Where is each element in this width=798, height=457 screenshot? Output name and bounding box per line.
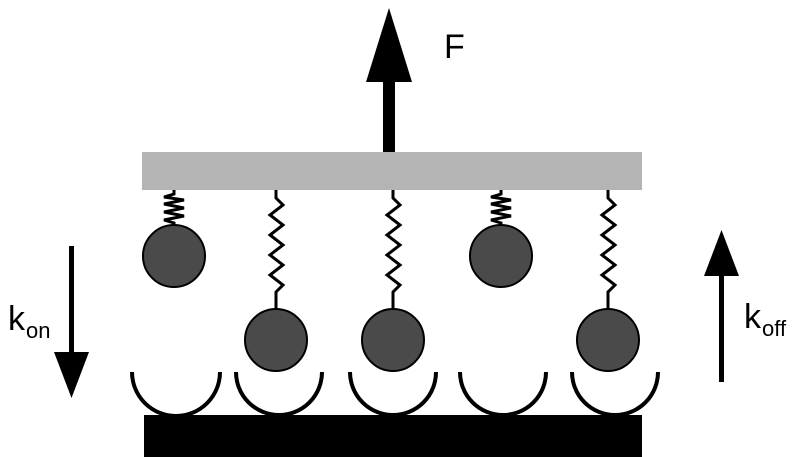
receptor-cup-3 — [348, 371, 438, 417]
receptor-cup-2 — [234, 371, 324, 417]
top-plate — [142, 152, 642, 190]
koff-label: koff — [744, 298, 787, 341]
tether-bound-1 — [267, 190, 286, 310]
koff-arrow — [704, 230, 739, 382]
bead-unbound-2 — [469, 224, 533, 288]
tether-bound-3 — [599, 190, 618, 310]
tether-bound-2 — [384, 190, 403, 310]
receptor-cup-4 — [458, 371, 548, 417]
bead-bound-1 — [244, 308, 308, 372]
kon-label-sub: on — [26, 318, 50, 343]
kon-arrow — [54, 246, 89, 398]
spring-unbound-1 — [163, 190, 185, 227]
substrate — [144, 415, 642, 457]
koff-label-main: k — [744, 298, 762, 336]
force-arrow — [366, 8, 412, 154]
kon-label-main: k — [8, 300, 26, 338]
spring-unbound-2 — [490, 190, 512, 227]
bead-bound-2 — [361, 308, 425, 372]
kon-label: kon — [8, 300, 50, 343]
receptor-cup-5 — [570, 371, 660, 417]
koff-label-sub: off — [762, 316, 787, 341]
force-label: F — [444, 28, 465, 66]
bead-bound-3 — [576, 308, 640, 372]
bead-unbound-1 — [142, 224, 206, 288]
receptor-cup-1 — [130, 371, 222, 418]
